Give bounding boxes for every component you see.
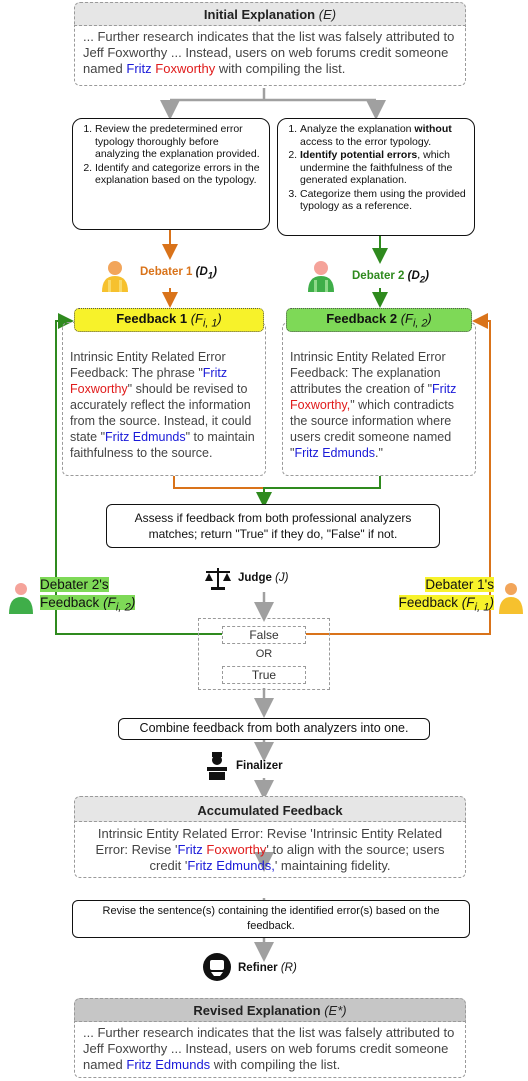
judge-person-icon [207, 752, 227, 780]
option-false: False [222, 626, 306, 644]
accumulated-header: Accumulated Feedback [74, 796, 466, 822]
instr-left-2: Identify and categorize errors in the ex… [95, 162, 263, 187]
finalizer-label: Finalizer [236, 760, 283, 772]
refiner-label: Refiner (R) [238, 962, 297, 974]
scale-icon [205, 568, 231, 590]
feedback2-body: Intrinsic Entity Related Error Feedback:… [282, 322, 476, 476]
feedback2-header: Feedback 2 (Fi, 2) [286, 308, 472, 332]
initial-text-end: with compiling the list. [215, 61, 346, 76]
debater1-instructions: Review the predetermined error typology … [72, 118, 270, 230]
initial-text: ... Further research indicates that the … [83, 29, 455, 76]
judge-label: Judge (J) [238, 572, 289, 584]
feedback1-header: Feedback 1 (Fi, 1) [74, 308, 264, 332]
initial-title: Initial Explanation [203, 7, 316, 22]
refiner-icon [203, 953, 231, 981]
person-orange-icon [102, 261, 128, 292]
initial-symbol: (E) [318, 7, 337, 22]
person-green-icon [9, 583, 33, 614]
debater1-label: Debater 1 (D1) [140, 266, 217, 282]
initial-explanation-header: Initial Explanation (E) [74, 2, 466, 26]
initial-name-first: Fritz [126, 61, 152, 76]
revise-instruction: Revise the sentence(s) containing the id… [72, 900, 470, 938]
instr-right-2: Identify potential errors, which undermi… [300, 149, 468, 187]
option-or: OR [255, 648, 273, 660]
person-green-icon [308, 261, 334, 292]
initial-explanation-body: ... Further research indicates that the … [74, 26, 466, 86]
instr-right-1: Analyze the explanation without access t… [300, 123, 468, 148]
combine-instruction: Combine feedback from both analyzers int… [118, 718, 430, 740]
instr-right-3: Categorize them using the provided typol… [300, 188, 468, 213]
revised-header: Revised Explanation (E*) [74, 998, 466, 1022]
initial-name-last: Foxworthy [155, 61, 216, 76]
person-orange-icon [499, 583, 523, 614]
decision-options [198, 618, 330, 690]
option-true: True [222, 666, 306, 684]
debater2-label: Debater 2 (D2) [352, 270, 429, 286]
accumulated-body: Intrinsic Entity Related Error: Revise '… [74, 822, 466, 878]
revised-body: ... Further research indicates that the … [74, 1022, 466, 1078]
instr-left-1: Review the predetermined error typology … [95, 123, 263, 161]
side-right-label: Debater 1's Feedback (Fi, 1) [398, 577, 494, 614]
assess-instruction: Assess if feedback from both professiona… [106, 504, 440, 548]
side-left-label: Debater 2's Feedback (Fi, 2) [40, 577, 136, 614]
feedback1-body: Intrinsic Entity Related Error Feedback:… [62, 322, 266, 476]
debater2-instructions: Analyze the explanation without access t… [277, 118, 475, 236]
